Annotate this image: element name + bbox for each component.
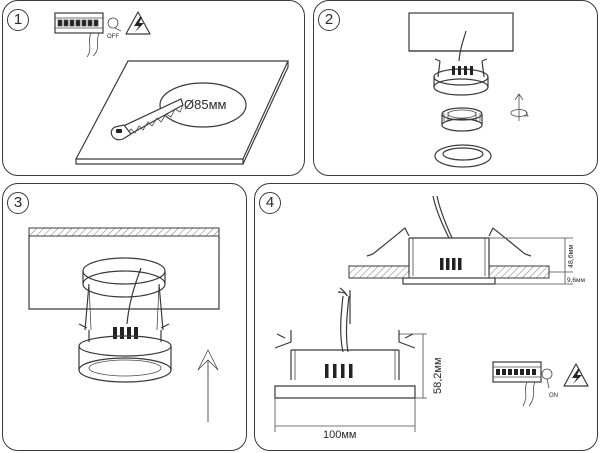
step-3-number: 3 xyxy=(7,192,29,214)
height-total-label: 48,6мм xyxy=(568,245,575,268)
step-3-illustration xyxy=(28,227,220,422)
ceiling-box xyxy=(408,12,514,52)
body-height-dimension xyxy=(399,333,427,399)
high-voltage-warning-icon xyxy=(563,363,589,387)
breaker-switch-icon xyxy=(492,361,553,407)
step-1-illustration: OFF Ø85мм xyxy=(54,11,289,165)
bezel-height-label: 9,6мм xyxy=(567,277,586,284)
step-1-panel: 1 OFF xyxy=(2,0,305,176)
high-voltage-warning-icon xyxy=(125,11,151,35)
ceiling-panel xyxy=(75,60,289,165)
height-dimension-lines xyxy=(489,237,573,285)
fixture-side-view xyxy=(274,287,416,399)
lamp-body xyxy=(78,330,172,383)
breaker-switch-icon xyxy=(54,12,122,58)
step-2-illustration xyxy=(408,12,529,168)
saw-icon xyxy=(110,98,184,141)
lamp-module xyxy=(441,107,483,132)
breaker-on-label: ON xyxy=(549,393,558,399)
cut-diameter-label: Ø85мм xyxy=(184,97,227,112)
ceiling-box xyxy=(28,236,220,310)
step-2-panel: 2 xyxy=(313,0,598,176)
bezel-ring xyxy=(434,144,492,168)
fixture-housing xyxy=(433,58,489,96)
power-wire xyxy=(126,267,142,325)
breaker-off-label: OFF xyxy=(107,34,119,40)
width-label: 100мм xyxy=(323,429,356,441)
step-2-number: 2 xyxy=(318,9,340,31)
body-height-label: 58,2мм xyxy=(432,357,444,394)
step-1-number: 1 xyxy=(7,9,29,31)
installed-fixture-side-view xyxy=(348,195,550,285)
up-arrow-icon xyxy=(197,349,219,422)
rotate-arrow-icon xyxy=(510,93,529,121)
step-3-panel: 3 xyxy=(2,183,247,451)
fixture-housing xyxy=(78,257,170,331)
step-4-panel: 4 48,6мм xyxy=(254,183,598,451)
width-dimension xyxy=(274,398,416,432)
ceiling-hatched xyxy=(28,227,220,237)
step-4-number: 4 xyxy=(259,192,281,214)
terminal-block xyxy=(113,327,138,339)
step-4-illustration: 48,6мм 9,6мм 58,2мм xyxy=(274,195,589,441)
cutout-circle xyxy=(159,82,247,128)
power-wire xyxy=(458,30,467,62)
